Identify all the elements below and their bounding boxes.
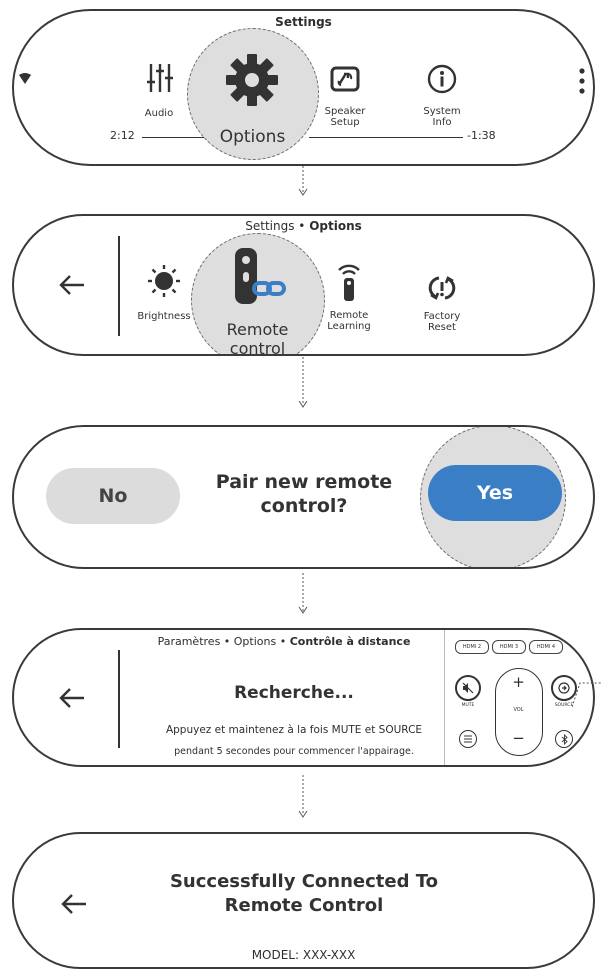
flow-arrow-icon	[298, 166, 308, 196]
options-highlight[interactable]: Options	[187, 28, 319, 160]
instruction-line-2: pendant 5 secondes pour commencer l'appa…	[174, 746, 414, 757]
remote-illustration: HDMI 2 HDMI 3 HDMI 4 MUTE + VOL − SOURCE	[444, 630, 593, 765]
mute-button-ring	[455, 675, 481, 701]
brightness-icon	[148, 265, 180, 297]
remote-link-icon	[235, 248, 286, 304]
flow-arrow-icon	[298, 775, 308, 818]
pair-question: Pair new remote control?	[194, 470, 414, 518]
instruction-line-1: Appuyez et maintenez à la fois MUTE et S…	[165, 724, 423, 736]
speaker-setup-item[interactable]: Speaker Setup	[320, 66, 370, 132]
bluetooth-button	[555, 730, 573, 748]
divider	[118, 650, 120, 748]
wifi-icon	[19, 73, 31, 84]
hdmi-2-button: HDMI 2	[455, 640, 489, 654]
menu-button	[459, 730, 477, 748]
panel-title: Settings	[275, 15, 332, 29]
remote-learning-label-2: Learning	[327, 321, 371, 332]
source-icon	[558, 682, 570, 694]
gear-icon	[226, 54, 278, 106]
connected-panel: Successfully Connected To Remote Control…	[12, 832, 595, 969]
hdmi-4-button: HDMI 4	[529, 640, 563, 654]
speaker-setup-icon	[330, 66, 360, 92]
mute-icon	[462, 682, 474, 694]
progress-bar-right	[309, 137, 463, 138]
system-info-label-1: System	[423, 106, 461, 117]
breadcrumb: Paramètres • Options • Contrôle à distan…	[114, 635, 454, 648]
flow-arrow-icon	[298, 573, 308, 614]
equalizer-icon	[147, 64, 173, 92]
searching-panel: Paramètres • Options • Contrôle à distan…	[12, 628, 595, 767]
bluetooth-icon	[561, 734, 568, 745]
options-label: Options	[219, 127, 286, 147]
hdmi-3-button: HDMI 3	[492, 640, 526, 654]
breadcrumb-prefix: Settings •	[245, 219, 306, 233]
model-label: MODEL: XXX-XXX	[251, 948, 356, 962]
divider	[118, 236, 120, 336]
factory-reset-item[interactable]: Factory Reset	[415, 274, 469, 338]
searching-status: Recherche...	[234, 683, 354, 703]
breadcrumb: Settings • Options	[14, 219, 593, 233]
breadcrumb-current: Contrôle à distance	[289, 635, 411, 648]
breadcrumb-current: Options	[309, 219, 362, 233]
audio-item[interactable]: Audio	[134, 63, 184, 123]
pair-dialog-panel: No Pair new remote control? Yes	[12, 425, 595, 569]
success-message-line-2: Remote Control	[224, 895, 384, 916]
flow-arrow-icon	[298, 357, 308, 408]
source-label: SOURCE	[554, 703, 574, 708]
mute-label: MUTE	[461, 703, 475, 708]
pair-question-line-1: Pair new remote	[215, 471, 393, 493]
settings-panel: Settings Audio	[12, 9, 595, 166]
remote-learning-icon	[338, 264, 360, 301]
time-remaining: -1:38	[467, 129, 496, 142]
remote-control-label-2: control	[229, 339, 286, 356]
factory-reset-label-2: Reset	[428, 322, 456, 333]
back-arrow-icon[interactable]	[61, 893, 87, 915]
vol-plus: +	[512, 673, 525, 691]
volume-rocker: + VOL −	[495, 668, 543, 756]
system-info-label-2: Info	[432, 117, 452, 128]
remote-learning-label-1: Remote	[329, 310, 369, 321]
yes-button[interactable]: Yes	[428, 465, 562, 521]
menu-icon	[464, 735, 472, 743]
audio-label: Audio	[144, 108, 174, 119]
no-button[interactable]: No	[46, 468, 180, 524]
speaker-setup-label-1: Speaker	[324, 106, 366, 117]
info-icon	[427, 64, 457, 94]
speaker-setup-label-2: Setup	[330, 117, 360, 128]
factory-reset-icon	[428, 276, 456, 300]
back-arrow-icon[interactable]	[59, 687, 85, 709]
brightness-item[interactable]: Brightness	[134, 264, 194, 324]
more-vertical-icon[interactable]	[579, 68, 585, 94]
options-panel: Settings • Options Brightness	[12, 214, 595, 356]
system-info-item[interactable]: System Info	[417, 64, 467, 132]
progress-bar-left	[142, 137, 204, 138]
remote-control-label-1: Remote	[226, 320, 289, 339]
pair-question-line-2: control?	[260, 495, 348, 517]
time-elapsed: 2:12	[110, 129, 135, 142]
remote-control-highlight[interactable]: Remote control	[191, 233, 325, 356]
vol-minus: −	[512, 729, 525, 747]
success-message-line-1: Successfully Connected To	[169, 871, 439, 892]
vol-label: VOL	[513, 707, 524, 713]
remote-learning-item[interactable]: Remote Learning	[322, 262, 376, 336]
success-message: Successfully Connected To Remote Control	[114, 870, 494, 918]
breadcrumb-prefix: Paramètres • Options •	[157, 635, 287, 648]
factory-reset-label-1: Factory	[423, 311, 461, 322]
brightness-label: Brightness	[137, 311, 191, 322]
source-button-ring	[551, 675, 577, 701]
back-arrow-icon[interactable]	[59, 274, 85, 296]
pointer-line-icon	[572, 682, 601, 708]
